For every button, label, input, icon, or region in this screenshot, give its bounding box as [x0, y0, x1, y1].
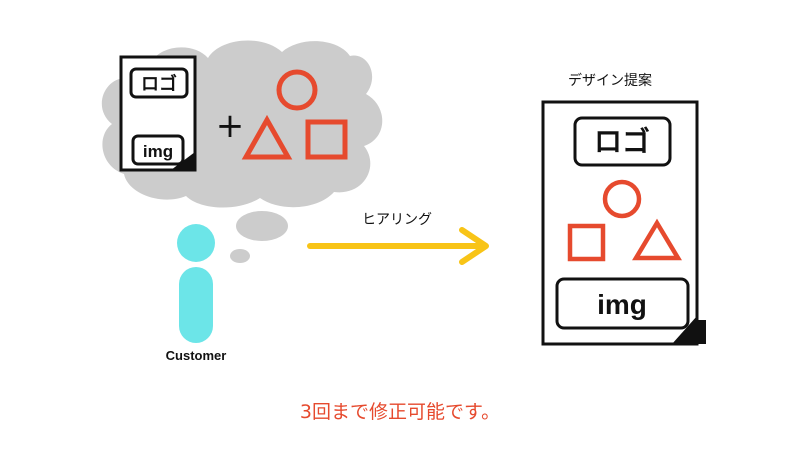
customer-body-icon [179, 267, 213, 343]
proposal-img-label: img [597, 289, 647, 320]
proposal-triangle-shape [632, 218, 682, 261]
hearing-arrow-group: ヒアリング [307, 212, 489, 265]
proposal-logo-box [573, 116, 672, 167]
proposal-group: デザイン提案 ロゴ img [541, 72, 706, 346]
thought-logo-box [129, 67, 189, 99]
thought-logo-label: ロゴ [141, 73, 177, 94]
proposal-logo-label: ロゴ [594, 125, 650, 157]
thought-img-box [131, 134, 185, 166]
proposal-circle-shape [602, 179, 642, 219]
hearing-arrow-head-icon [459, 227, 489, 265]
thought-triangle-shape [241, 114, 293, 160]
thought-img-label: img [143, 142, 173, 161]
customer-group: Customer [166, 224, 227, 363]
proposal-document-corner-icon [672, 316, 697, 344]
thought-circle-shape [276, 69, 318, 111]
proposal-title: デザイン提案 [568, 72, 652, 89]
customer-head-icon [177, 224, 215, 262]
revision-note: 3回まで修正可能です。 [300, 401, 500, 423]
thought-bubble-large [236, 211, 288, 241]
customer-label: Customer [166, 348, 227, 363]
proposal-square-shape [567, 223, 606, 262]
hearing-label: ヒアリング [362, 212, 432, 228]
proposal-img-box [555, 277, 690, 330]
thought-square-shape [305, 119, 348, 160]
thought-group: ロゴ img + [101, 40, 383, 263]
plus-sign: + [216, 106, 245, 146]
thought-bubble-small [230, 249, 250, 263]
